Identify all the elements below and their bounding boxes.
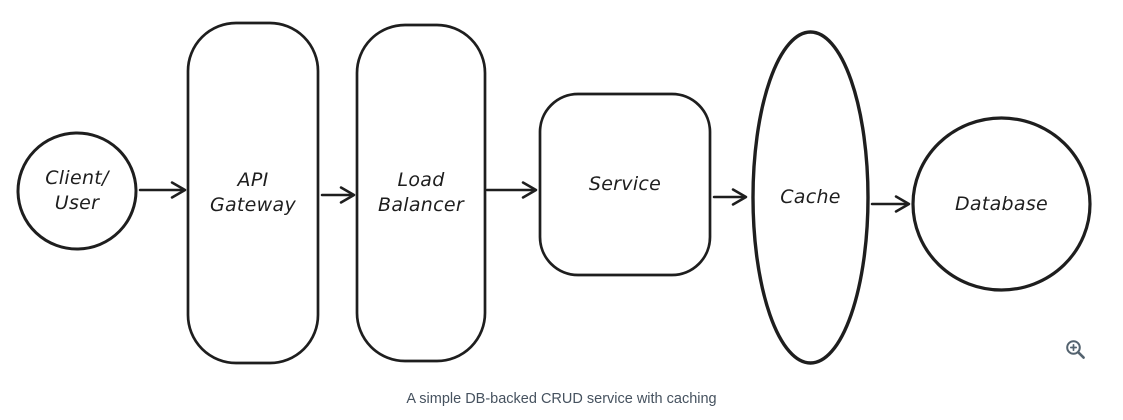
diagram-caption: A simple DB-backed CRUD service with cac… bbox=[406, 391, 717, 407]
zoom-in-icon bbox=[1066, 340, 1085, 359]
node-service-shape bbox=[538, 92, 712, 277]
node-client-user-shape bbox=[16, 131, 138, 251]
connector-arrow-cache-to-database bbox=[870, 195, 911, 213]
node-api-gateway-shape bbox=[186, 21, 320, 365]
connector-arrow-client-to-gateway bbox=[138, 181, 187, 199]
node-cache-shape bbox=[751, 30, 870, 365]
node-load-balancer-shape bbox=[355, 23, 487, 363]
connector-arrow-balancer-to-service bbox=[485, 181, 538, 199]
connector-arrow-service-to-cache bbox=[712, 188, 748, 206]
zoom-in-button[interactable] bbox=[1062, 336, 1090, 364]
connector-arrow-gateway-to-balancer bbox=[320, 186, 356, 204]
node-database-shape bbox=[911, 116, 1092, 292]
